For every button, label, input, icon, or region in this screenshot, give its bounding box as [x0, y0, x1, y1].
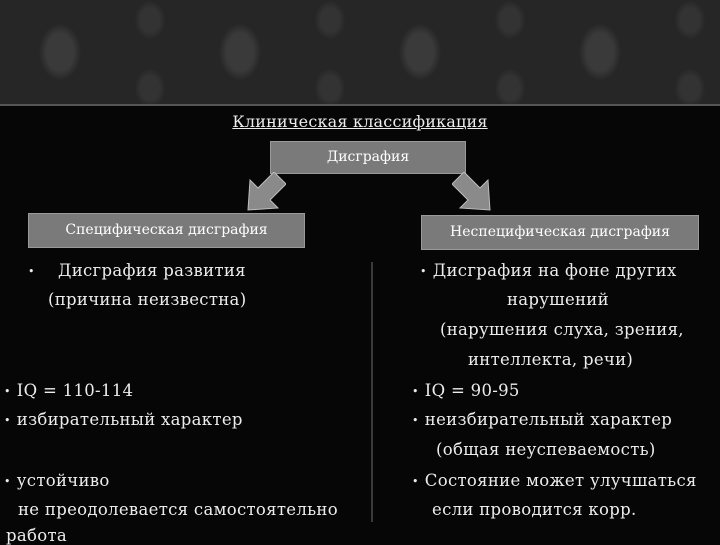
- arrow-down-right-icon: [452, 172, 491, 211]
- left-stability-line-3: работа: [6, 526, 68, 545]
- left-iq-text: IQ = 110-114: [16, 381, 134, 400]
- right-iq-text: IQ = 90-95: [424, 381, 520, 400]
- left-item-1-line-2: (причина неизвестна): [48, 290, 247, 309]
- decorative-header-banner: [0, 0, 720, 104]
- left-item-1-line-1: Дисграфия развития: [58, 261, 246, 280]
- right-item-1-line-3: (нарушения слуха, зрения,: [440, 320, 684, 339]
- right-item-1: • Дисграфия на фоне других: [420, 261, 677, 280]
- nonspecific-dysgraphia-box: Неспецифическая дисграфия: [421, 215, 699, 250]
- left-item-iq: • IQ = 110-114: [4, 381, 133, 400]
- right-item-state: • Состояние может улучшаться: [412, 471, 697, 490]
- right-state-text: Состояние может улучшаться: [424, 471, 697, 490]
- page-title: Клиническая классификация: [232, 112, 488, 131]
- right-item-1-line-1: Дисграфия на фоне других: [432, 261, 677, 280]
- header-divider: [0, 104, 720, 106]
- left-stability-text: устойчиво: [16, 471, 110, 490]
- bullet-icon: •: [412, 414, 419, 427]
- right-character-text: неизбирательный характер: [424, 410, 673, 429]
- column-divider: [371, 262, 373, 522]
- root-category-box: Дисграфия: [270, 141, 466, 174]
- arrow-down-left-icon: [247, 172, 286, 211]
- right-state-line-2: если проводится корр.: [432, 500, 637, 519]
- bullet-icon: •: [412, 475, 419, 488]
- left-item-stability: • устойчиво: [4, 471, 110, 490]
- bullet-icon: •: [4, 414, 11, 427]
- left-item-character: • избирательный характер: [4, 410, 243, 429]
- left-item-1: •: [28, 261, 41, 280]
- bullet-icon: •: [4, 475, 11, 488]
- left-character-text: избирательный характер: [16, 410, 243, 429]
- bullet-icon: •: [4, 385, 11, 398]
- bullet-icon: •: [412, 385, 419, 398]
- right-item-1-line-2: нарушений: [507, 290, 609, 309]
- bullet-icon: •: [28, 265, 35, 278]
- specific-dysgraphia-box: Специфическая дисграфия: [28, 213, 305, 248]
- right-item-character: • неизбирательный характер: [412, 410, 672, 429]
- right-character-line-2: (общая неуспеваемость): [436, 440, 656, 459]
- bullet-icon: •: [420, 265, 427, 278]
- right-item-1-line-4: интеллекта, речи): [468, 350, 634, 369]
- right-item-iq: • IQ = 90-95: [412, 381, 520, 400]
- left-stability-line-2: не преодолевается самостоятельно: [18, 500, 338, 519]
